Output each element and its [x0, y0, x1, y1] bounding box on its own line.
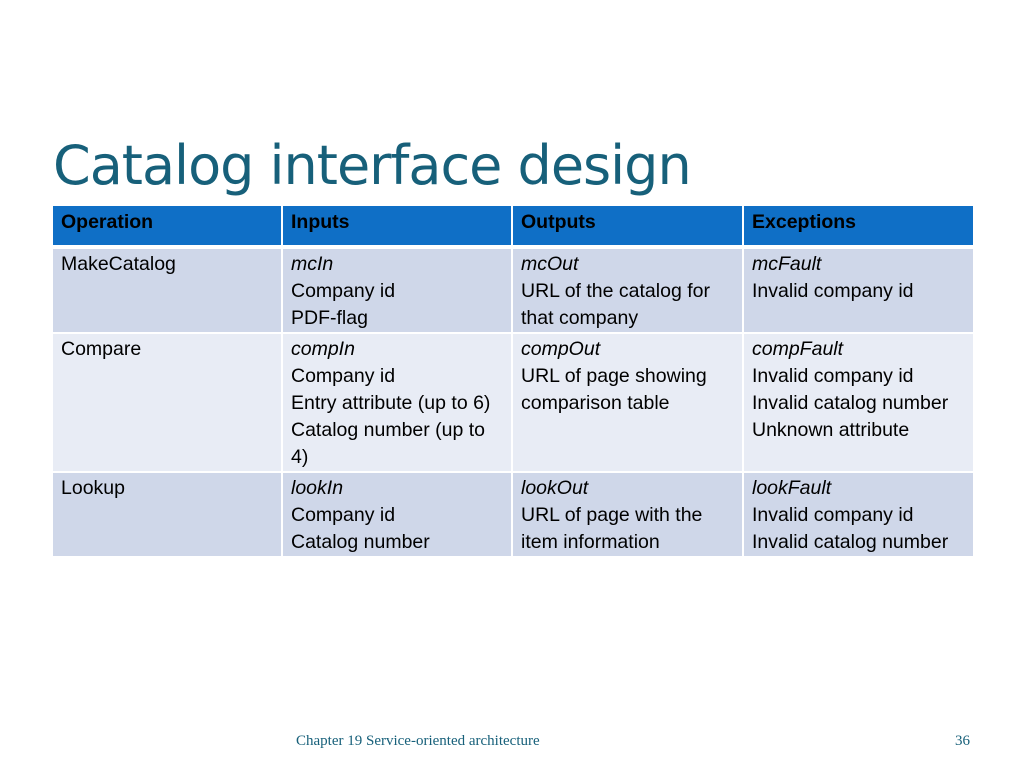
- exception-line: Invalid company id: [752, 365, 914, 387]
- page-number: 36: [955, 733, 970, 749]
- inputs-cell: mcIn Company id PDF-flag: [281, 246, 513, 334]
- input-line: Company id: [291, 504, 396, 526]
- exception-line: Invalid company id: [752, 280, 914, 302]
- slide-title: Catalog interface design: [53, 134, 692, 197]
- input-line: Catalog number (up to 4): [291, 419, 486, 468]
- fault-message-name: mcFault: [752, 253, 822, 275]
- operation-cell: Lookup: [51, 471, 283, 558]
- exceptions-cell: lookFault Invalid company id Invalid cat…: [742, 471, 975, 558]
- output-message-name: compOut: [521, 338, 601, 360]
- exception-line: Invalid catalog number: [752, 531, 949, 553]
- input-line: Catalog number: [291, 531, 430, 553]
- operation-name: Lookup: [61, 477, 125, 499]
- inputs-cell: lookIn Company id Catalog number: [281, 471, 513, 558]
- input-line: Company id: [291, 365, 396, 387]
- exceptions-cell: mcFault Invalid company id: [742, 246, 975, 334]
- header-operation: Operation: [51, 204, 283, 249]
- operation-name: Compare: [61, 338, 142, 360]
- header-exceptions: Exceptions: [742, 204, 975, 249]
- input-message-name: compIn: [291, 338, 355, 360]
- operation-cell: Compare: [51, 332, 283, 473]
- input-message-name: mcIn: [291, 253, 334, 275]
- catalog-interface-table: Operation Inputs Outputs Exceptions Make…: [51, 204, 975, 558]
- input-line: PDF-flag: [291, 307, 368, 329]
- exceptions-cell: compFault Invalid company id Invalid cat…: [742, 332, 975, 473]
- exception-line: Invalid company id: [752, 504, 914, 526]
- table-row: MakeCatalog mcIn Company id PDF-flag mcO…: [51, 246, 975, 334]
- table-row: Lookup lookIn Company id Catalog number …: [51, 471, 975, 558]
- outputs-cell: mcOut URL of the catalog for that compan…: [511, 246, 744, 334]
- header-inputs: Inputs: [281, 204, 513, 249]
- header-outputs: Outputs: [511, 204, 744, 249]
- fault-message-name: compFault: [752, 338, 844, 360]
- inputs-cell: compIn Company id Entry attribute (up to…: [281, 332, 513, 473]
- input-line: Entry attribute (up to 6): [291, 392, 491, 414]
- outputs-cell: compOut URL of page showing comparison t…: [511, 332, 744, 473]
- output-line: URL of the catalog for that company: [521, 280, 710, 329]
- input-line: Company id: [291, 280, 396, 302]
- output-message-name: lookOut: [521, 477, 589, 499]
- exception-line: Unknown attribute: [752, 419, 910, 441]
- input-message-name: lookIn: [291, 477, 344, 499]
- output-line: URL of page showing comparison table: [521, 365, 707, 414]
- fault-message-name: lookFault: [752, 477, 832, 499]
- output-message-name: mcOut: [521, 253, 579, 275]
- output-line: URL of page with the item information: [521, 504, 703, 553]
- outputs-cell: lookOut URL of page with the item inform…: [511, 471, 744, 558]
- operation-cell: MakeCatalog: [51, 246, 283, 334]
- table-row: Compare compIn Company id Entry attribut…: [51, 332, 975, 473]
- operation-name: MakeCatalog: [61, 253, 176, 275]
- slide-footer: Chapter 19 Service-oriented architecture: [296, 733, 540, 749]
- exception-line: Invalid catalog number: [752, 392, 949, 414]
- table-header-row: Operation Inputs Outputs Exceptions: [51, 204, 975, 249]
